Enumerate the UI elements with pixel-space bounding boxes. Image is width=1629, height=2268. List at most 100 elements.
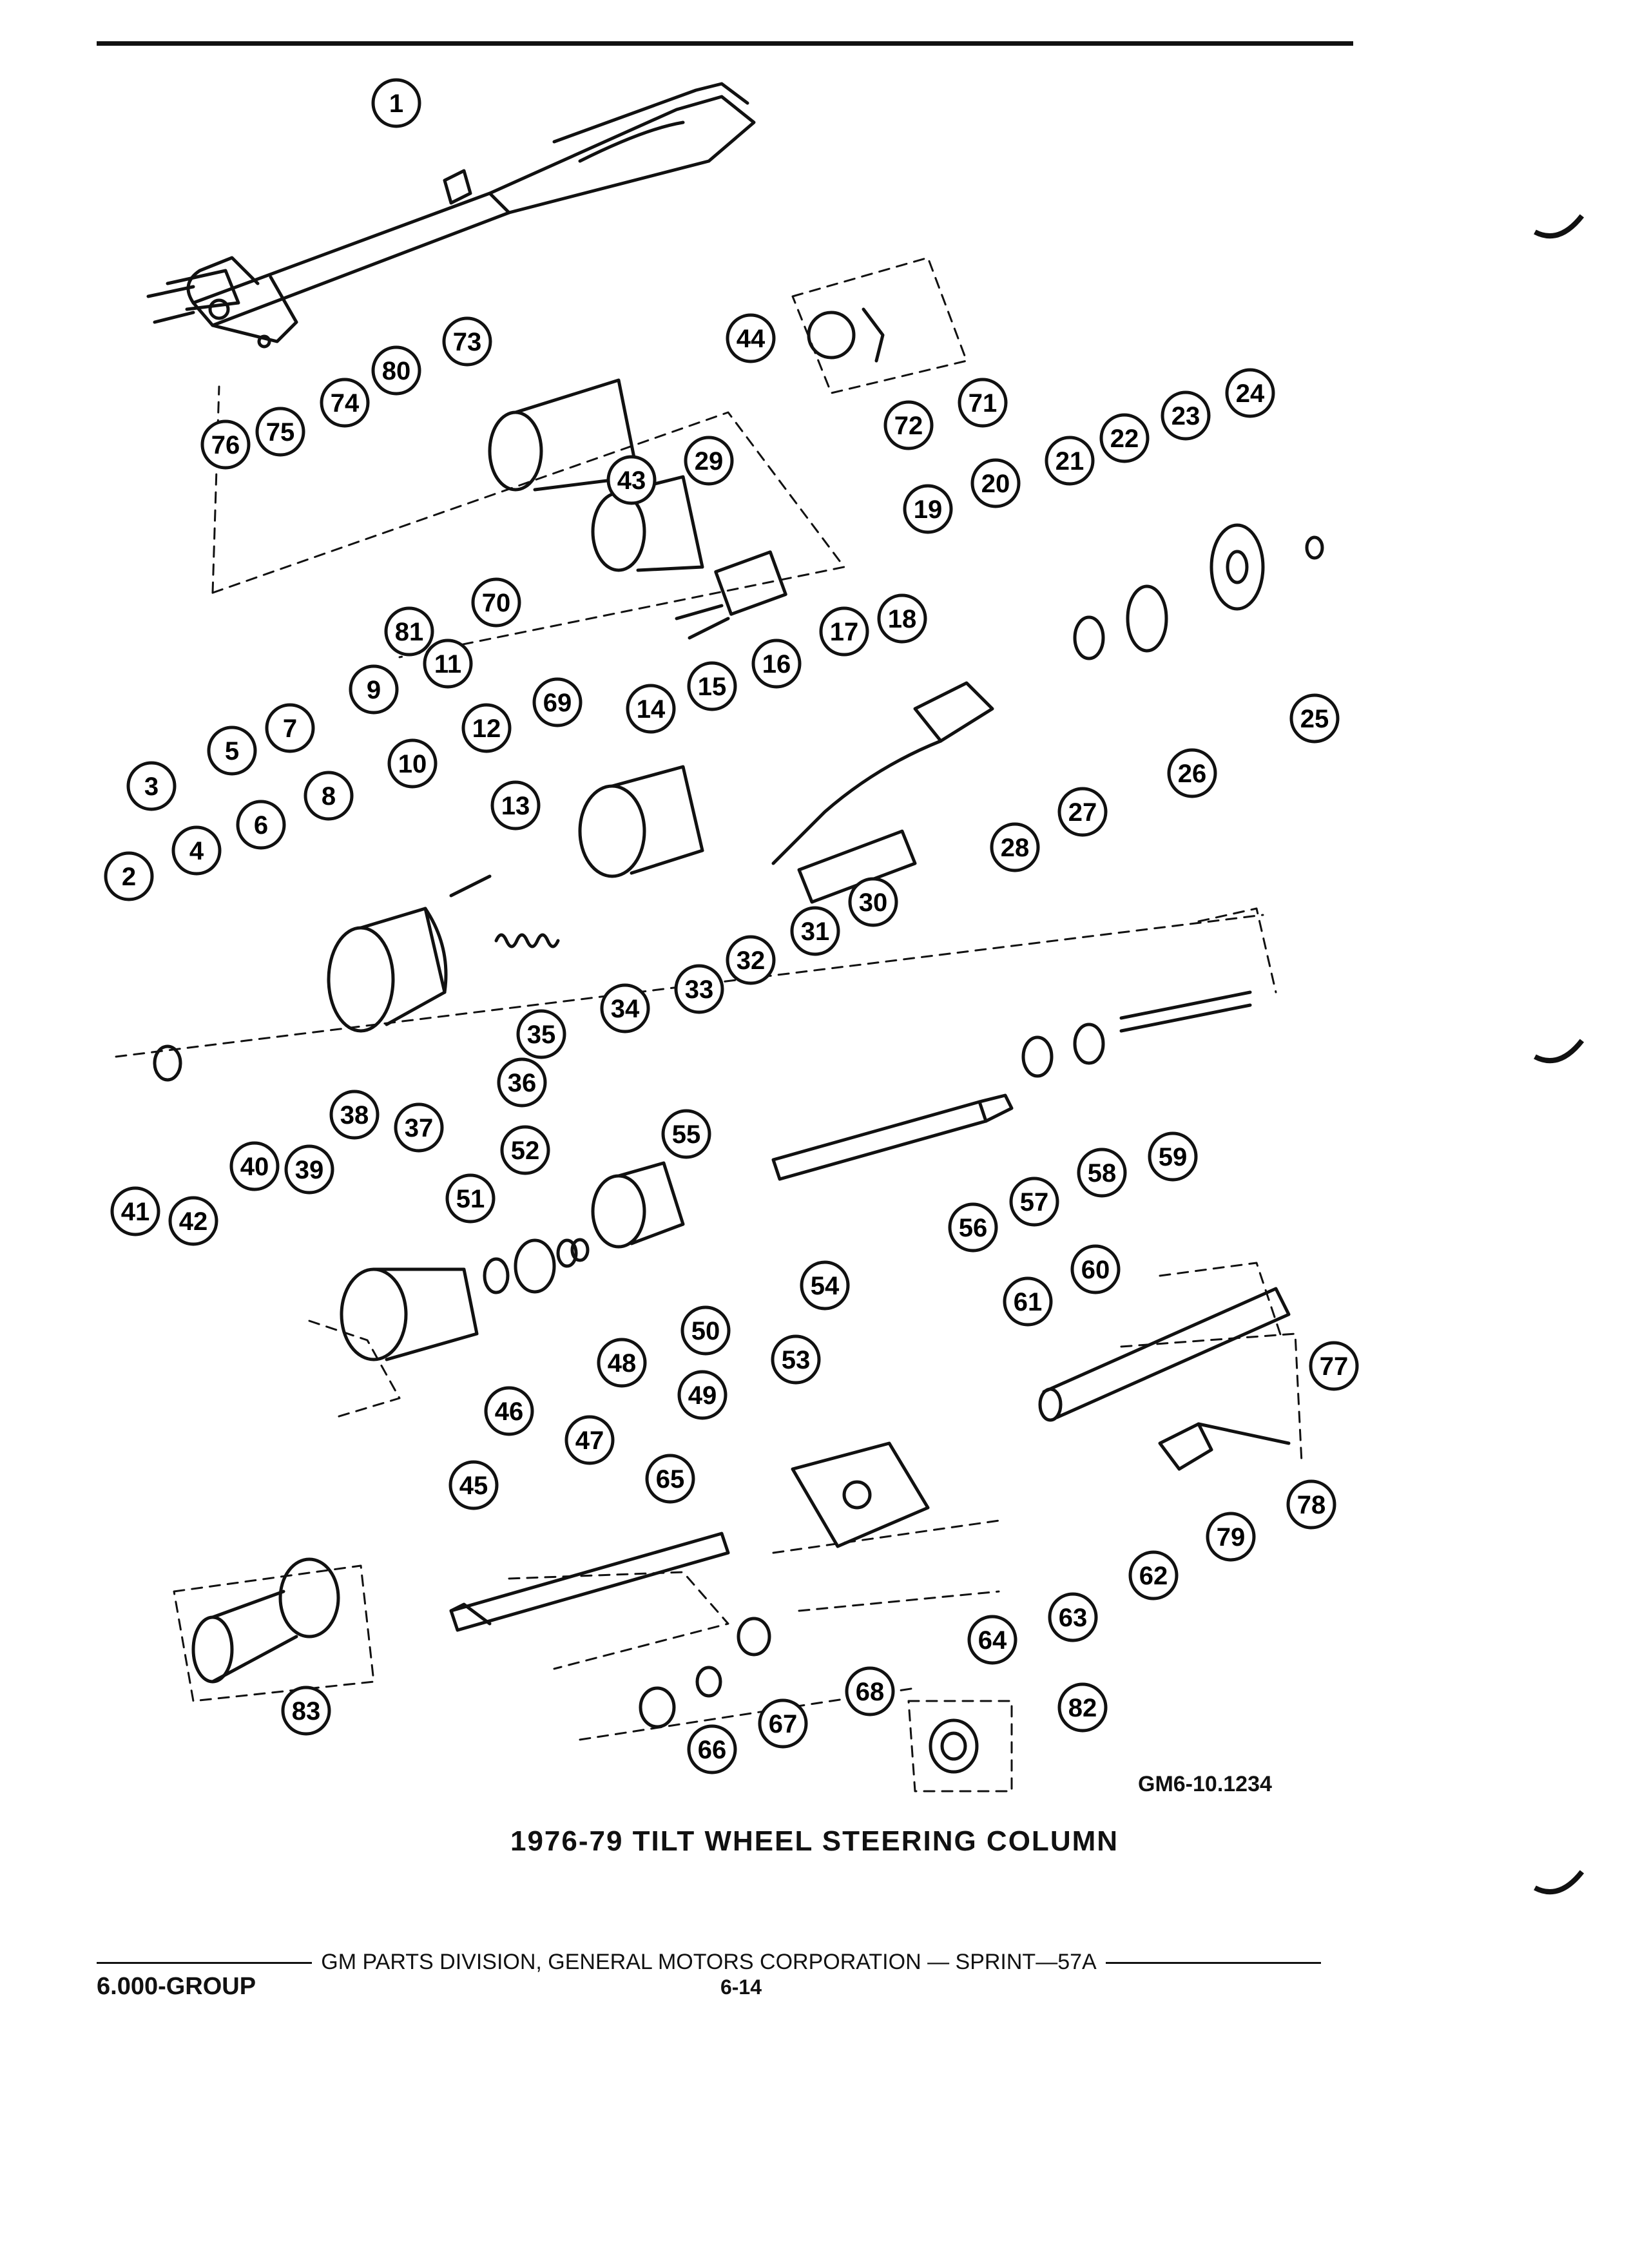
callout-number: 19 xyxy=(914,495,943,524)
callout-67: 67 xyxy=(758,1698,808,1749)
callout-number: 38 xyxy=(340,1101,369,1129)
callout-number: 9 xyxy=(367,676,381,704)
callout-27: 27 xyxy=(1057,787,1108,837)
callout-54: 54 xyxy=(800,1260,850,1311)
callout-56: 56 xyxy=(948,1202,998,1253)
callout-number: 15 xyxy=(698,673,727,701)
callout-number: 73 xyxy=(453,328,482,356)
callout-10: 10 xyxy=(387,738,438,789)
callout-61: 61 xyxy=(1003,1276,1053,1327)
callout-72: 72 xyxy=(883,400,934,450)
callout-number: 11 xyxy=(434,650,461,678)
group-label: 6.000-GROUP xyxy=(97,1973,256,2000)
callout-14: 14 xyxy=(626,684,676,734)
callout-number: 18 xyxy=(888,605,917,633)
callout-79: 79 xyxy=(1206,1512,1256,1562)
part-outer-tube xyxy=(1038,1287,1291,1422)
callout-number: 42 xyxy=(179,1207,208,1236)
callout-number: 61 xyxy=(1014,1288,1043,1316)
callout-number: 45 xyxy=(459,1472,488,1500)
part-hub-gear xyxy=(1073,523,1324,660)
callout-number: 65 xyxy=(656,1465,685,1494)
callout-4: 4 xyxy=(171,825,222,876)
callout-44: 44 xyxy=(726,313,776,363)
callout-59: 59 xyxy=(1148,1131,1198,1182)
callout-number: 43 xyxy=(617,466,646,495)
callout-48: 48 xyxy=(597,1338,647,1388)
callout-57: 57 xyxy=(1009,1177,1059,1227)
callout-number: 54 xyxy=(811,1272,840,1300)
callout-number: 30 xyxy=(859,889,888,917)
part-end-washer xyxy=(153,1044,182,1082)
part-steering-column-assembly xyxy=(146,82,756,349)
callout-number: 51 xyxy=(456,1185,485,1213)
callout-number: 36 xyxy=(508,1069,537,1097)
callout-71: 71 xyxy=(958,378,1008,428)
callout-18: 18 xyxy=(877,593,927,644)
callout-number: 21 xyxy=(1055,447,1084,476)
part-jacket xyxy=(340,1267,479,1361)
part-intermediate-shaft xyxy=(771,1093,1014,1181)
callout-number: 20 xyxy=(981,470,1010,498)
part-ignition-switch xyxy=(675,550,787,640)
callout-40: 40 xyxy=(229,1141,280,1191)
callout-47: 47 xyxy=(564,1415,615,1465)
callout-number: 32 xyxy=(737,947,766,975)
callout-number: 64 xyxy=(978,1626,1007,1655)
callout-number: 74 xyxy=(331,389,360,418)
callout-number: 47 xyxy=(575,1427,604,1455)
callout-number: 17 xyxy=(830,618,859,646)
callout-8: 8 xyxy=(304,771,354,821)
callout-3: 3 xyxy=(126,761,177,811)
callout-number: 81 xyxy=(395,618,424,646)
callout-34: 34 xyxy=(600,983,650,1033)
callout-number: 83 xyxy=(292,1697,321,1725)
callout-number: 35 xyxy=(527,1021,556,1049)
binding-mark-2 xyxy=(1534,1039,1585,1064)
callout-number: 37 xyxy=(405,1114,434,1142)
callout-number: 10 xyxy=(398,750,427,778)
callout-62: 62 xyxy=(1128,1550,1179,1600)
callout-number: 3 xyxy=(144,773,159,801)
callout-69: 69 xyxy=(532,677,583,727)
callout-45: 45 xyxy=(448,1460,499,1510)
callout-38: 38 xyxy=(329,1090,380,1140)
callout-number: 53 xyxy=(782,1346,811,1374)
callout-number: 44 xyxy=(737,325,766,353)
part-bearing-housing xyxy=(591,1161,685,1249)
callout-number: 70 xyxy=(482,589,511,617)
callout-25: 25 xyxy=(1289,693,1340,744)
callout-42: 42 xyxy=(168,1196,218,1246)
callout-28: 28 xyxy=(990,822,1040,872)
callout-number: 33 xyxy=(685,975,714,1004)
callout-number: 76 xyxy=(211,431,240,459)
callout-60: 60 xyxy=(1070,1244,1121,1294)
callout-number: 25 xyxy=(1300,705,1329,733)
callout-number: 49 xyxy=(688,1381,717,1410)
callout-39: 39 xyxy=(284,1144,334,1195)
callout-number: 59 xyxy=(1159,1143,1188,1171)
callout-number: 62 xyxy=(1139,1562,1168,1590)
callout-37: 37 xyxy=(394,1102,444,1153)
callout-number: 27 xyxy=(1068,798,1097,827)
callout-number: 6 xyxy=(254,811,268,840)
callout-78: 78 xyxy=(1286,1479,1336,1530)
callout-23: 23 xyxy=(1161,390,1211,441)
callout-number: 57 xyxy=(1020,1188,1049,1216)
footer-line: GM PARTS DIVISION, GENERAL MOTORS CORPOR… xyxy=(97,1950,1321,1975)
callout-19: 19 xyxy=(903,484,953,534)
callout-46: 46 xyxy=(484,1386,534,1436)
callout-21: 21 xyxy=(1045,436,1095,486)
figure-code: GM6-10.1234 xyxy=(1138,1772,1272,1796)
callout-number: 16 xyxy=(762,650,791,678)
callout-32: 32 xyxy=(726,935,776,985)
callout-36: 36 xyxy=(497,1057,547,1108)
callout-number: 75 xyxy=(266,418,295,447)
callout-number: 41 xyxy=(121,1198,150,1226)
callout-77: 77 xyxy=(1309,1341,1359,1391)
callout-74: 74 xyxy=(320,378,370,428)
callout-12: 12 xyxy=(461,703,512,753)
callout-53: 53 xyxy=(771,1334,821,1385)
callout-number: 23 xyxy=(1171,402,1200,430)
